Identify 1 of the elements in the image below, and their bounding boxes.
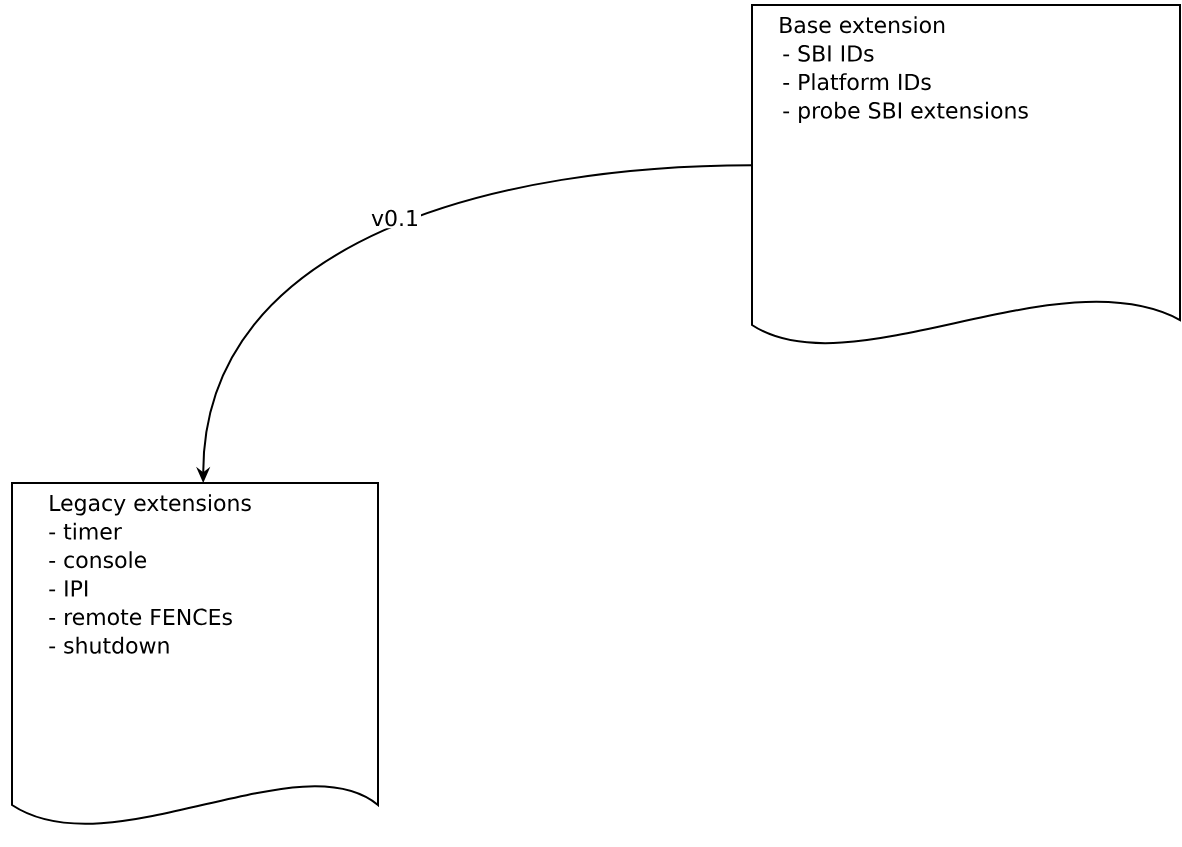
edge-label: v0.1 <box>371 209 417 227</box>
